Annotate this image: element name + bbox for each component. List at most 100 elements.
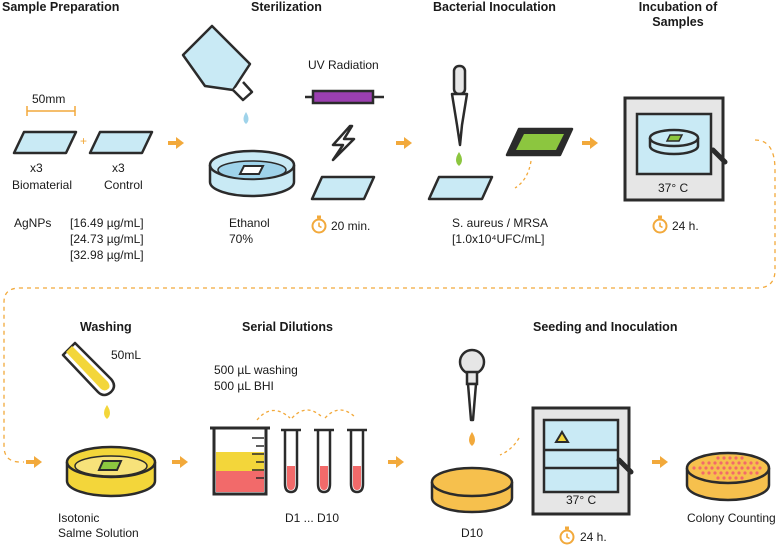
colony-dot bbox=[731, 461, 735, 465]
colony-dot bbox=[716, 476, 720, 480]
dilution-line1: 500 µL washing bbox=[214, 363, 298, 377]
concentration-2: [24.73 µg/mL] bbox=[70, 232, 144, 246]
colony-dot bbox=[716, 466, 720, 470]
colony-dot bbox=[722, 466, 726, 470]
beaker-icon bbox=[210, 426, 270, 496]
scale-label: 50mm bbox=[32, 92, 66, 106]
incubation-temp: 37° C bbox=[658, 181, 689, 195]
colony-dot bbox=[743, 461, 747, 465]
control-sample bbox=[88, 130, 154, 155]
colony-dot bbox=[707, 471, 711, 475]
concentration-3: [32.98 µg/mL] bbox=[70, 248, 144, 262]
colony-dot bbox=[719, 471, 723, 475]
colony-dot bbox=[731, 471, 735, 475]
dilution-transfer-arcs bbox=[256, 409, 357, 421]
control-label: Control bbox=[104, 178, 143, 192]
colony-dot bbox=[722, 476, 726, 480]
plus-sign: + bbox=[80, 134, 88, 148]
colony-dot bbox=[710, 466, 714, 470]
arrow-right-icon bbox=[394, 135, 414, 151]
colony-dot bbox=[755, 471, 759, 475]
heading-bacterial-inoculation: Bacterial Inoculation bbox=[433, 0, 556, 14]
colony-dot bbox=[737, 461, 741, 465]
test-tube-icon bbox=[61, 341, 116, 419]
colony-dot bbox=[734, 466, 738, 470]
colony-plate bbox=[685, 451, 771, 502]
sterilization-time: 20 min. bbox=[331, 219, 371, 233]
bacteria-concentration: [1.0x10⁴UFC/mL] bbox=[452, 232, 545, 246]
petri-dish-ethanol bbox=[208, 149, 296, 198]
seeding-temp: 37° C bbox=[566, 493, 597, 507]
colony-dot bbox=[737, 471, 741, 475]
concentration-1: [16.49 µg/mL] bbox=[70, 216, 144, 230]
colony-dot bbox=[743, 471, 747, 475]
colony-dots bbox=[692, 456, 762, 480]
colony-dot bbox=[740, 456, 744, 460]
colony-dot bbox=[725, 461, 729, 465]
colony-dot bbox=[734, 456, 738, 460]
stopwatch-icon bbox=[559, 525, 575, 545]
uv-sample bbox=[310, 175, 376, 201]
pipette-icon bbox=[450, 64, 469, 166]
stopwatch-icon bbox=[652, 214, 668, 234]
heading-seeding: Seeding and Inoculation bbox=[533, 320, 678, 334]
colony-dot bbox=[752, 466, 756, 470]
dilution-tubes bbox=[281, 428, 367, 494]
colony-dot bbox=[719, 461, 723, 465]
dilution-line2: 500 µL BHI bbox=[214, 379, 274, 393]
colony-dot bbox=[701, 461, 705, 465]
petri-dish-washing bbox=[65, 445, 157, 498]
colony-dot bbox=[713, 471, 717, 475]
lightning-icon bbox=[331, 124, 356, 162]
scale-bar bbox=[26, 106, 76, 116]
colony-dot bbox=[716, 456, 720, 460]
colony-dot bbox=[704, 466, 708, 470]
plate-label: D10 bbox=[461, 526, 484, 540]
solution-line1: Isotonic bbox=[58, 511, 100, 525]
seeding-time: 24 h. bbox=[580, 530, 607, 544]
heading-washing: Washing bbox=[80, 320, 132, 334]
colony-counting-label: Colony Counting bbox=[687, 511, 776, 525]
colony-dot bbox=[740, 476, 744, 480]
colony-dot bbox=[749, 461, 753, 465]
ethanol-label: Ethanol bbox=[229, 216, 270, 230]
colony-dot bbox=[701, 471, 705, 475]
arrow-right-icon bbox=[386, 454, 406, 470]
heading-sterilization: Sterilization bbox=[251, 0, 322, 14]
heading-incubation-line1: Incubation of bbox=[638, 0, 718, 14]
dropper-icon bbox=[458, 348, 486, 446]
incubation-time: 24 h. bbox=[672, 219, 699, 233]
colony-dot bbox=[734, 476, 738, 480]
heading-incubation-line2: Samples bbox=[652, 15, 704, 29]
ethanol-bottle bbox=[181, 24, 254, 124]
ethanol-percent: 70% bbox=[229, 232, 254, 246]
colony-dot bbox=[728, 476, 732, 480]
uv-label: UV Radiation bbox=[308, 58, 379, 72]
arrow-right-icon bbox=[580, 135, 600, 151]
colony-dot bbox=[713, 461, 717, 465]
biomaterial-label: Biomaterial bbox=[12, 178, 73, 192]
biomaterial-sample bbox=[12, 130, 78, 155]
colony-dot bbox=[740, 466, 744, 470]
petri-dish-d10 bbox=[430, 466, 514, 514]
bacteria-strain: S. aureus / MRSA bbox=[452, 216, 549, 230]
arrow-right-icon bbox=[170, 454, 190, 470]
solution-line2: Salme Solution bbox=[58, 526, 139, 540]
arrow-right-icon bbox=[24, 454, 44, 470]
colony-dot bbox=[728, 466, 732, 470]
tubes-label: D1 ... D10 bbox=[285, 511, 340, 525]
washing-volume: 50mL bbox=[111, 348, 142, 362]
colony-dot bbox=[758, 466, 762, 470]
flow-connector bbox=[3, 139, 776, 463]
uv-lamp bbox=[305, 89, 384, 105]
inoculated-sample bbox=[427, 175, 494, 201]
arrow-right-icon bbox=[166, 135, 186, 151]
control-count: x3 bbox=[112, 161, 125, 175]
biomaterial-count: x3 bbox=[30, 161, 43, 175]
agnps-label: AgNPs bbox=[14, 216, 52, 230]
stopwatch-icon bbox=[311, 214, 327, 234]
colony-dot bbox=[692, 466, 696, 470]
colony-dot bbox=[755, 461, 759, 465]
arrow-right-icon bbox=[650, 454, 670, 470]
